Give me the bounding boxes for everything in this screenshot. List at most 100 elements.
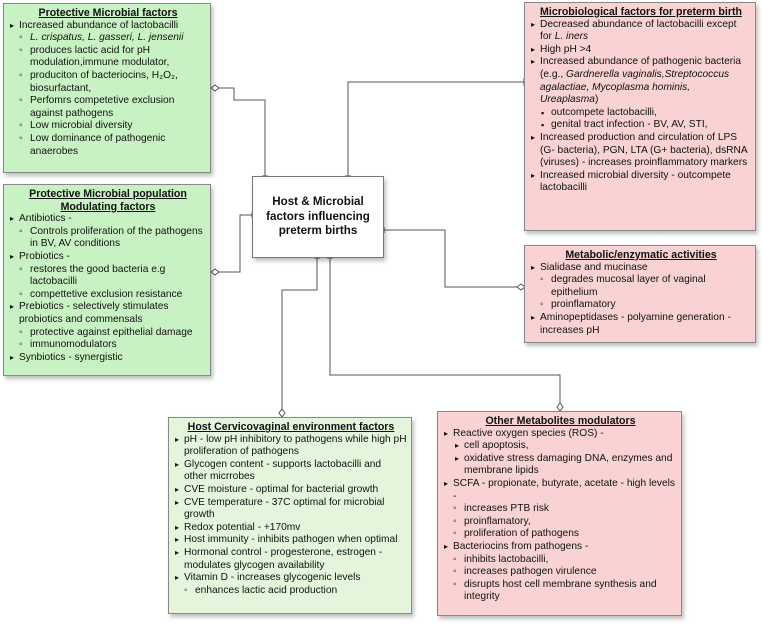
- modulating-list: Antibiotics -Controls proliferation of t…: [10, 213, 206, 364]
- list-item: pH - low pH inhibitory to pathogens whil…: [175, 434, 407, 459]
- microbiological-title: Microbiological factors for preterm birt…: [540, 6, 742, 18]
- list-item-text: produciton of bacteriocins, H₂O₂, biosur…: [30, 69, 178, 94]
- list-item: Controls proliferation of the pathogens …: [10, 226, 206, 251]
- host-environment-box: Host Cervicovaginal environment factors …: [168, 417, 412, 614]
- list-item-text: Redox potential - +170mv: [184, 521, 301, 533]
- list-item-text: proinflamatory,: [464, 515, 531, 527]
- list-item-text: increases PTB risk: [464, 503, 549, 515]
- list-item-text: proliferation of pathogens: [464, 528, 579, 540]
- list-item: proliferation of pathogens: [444, 528, 677, 541]
- list-item: oxidative stress damaging DNA, enzymes a…: [444, 453, 677, 478]
- list-item-text: compettetive exclusion resistance: [30, 288, 183, 300]
- list-item: produces lactic acid for pH modulation,i…: [10, 45, 206, 70]
- list-item-text: cell apoptosis,: [464, 440, 529, 452]
- list-item-text: Host immunity - inhibits pathogen when o…: [184, 534, 398, 546]
- list-item-text: Low dominance of pathogenic anaerobes: [30, 132, 166, 157]
- list-item: proinflamatory,: [444, 516, 677, 529]
- list-item: Host immunity - inhibits pathogen when o…: [175, 534, 407, 547]
- connector-modulating: [211, 214, 252, 273]
- list-item: increases PTB risk: [444, 503, 677, 516]
- list-item-text: L. crispatus, L. gasseri, L. jensenii: [30, 32, 184, 44]
- list-item: CVE temperature - 37C optimal for microb…: [175, 497, 407, 522]
- diamond-marker: [210, 268, 220, 276]
- protective-factors-box: Protective Microbial factors Increased a…: [3, 3, 211, 173]
- microbiological-list: Decreased abundance of lactobacilli exce…: [531, 19, 751, 195]
- list-item-text: Bacteriocins from pathogens -: [453, 540, 589, 552]
- list-item: genital tract infection - BV, AV, STI,: [531, 119, 751, 132]
- list-item-text: oxidative stress damaging DNA, enzymes a…: [464, 452, 673, 477]
- list-item: Perfomrs competetive exclusion against p…: [10, 95, 206, 120]
- list-item: inhibits lactobacilli,: [444, 554, 677, 567]
- list-item: Hormonal control - progesterone, estroge…: [175, 547, 407, 572]
- list-item: Synbiotics - synergistic: [10, 352, 206, 365]
- list-item-text: degrades mucosal layer of vaginal epithe…: [551, 274, 706, 298]
- list-item-text: pH - low pH inhibitory to pathogens whil…: [184, 433, 407, 458]
- list-item-text: Increased production and circulation of …: [540, 131, 748, 169]
- list-item: Increased production and circulation of …: [531, 132, 751, 170]
- protective-list: Increased abundance of lactobacilliL. cr…: [10, 20, 206, 159]
- list-item: Increased abundance of pathogenic bacter…: [531, 56, 751, 106]
- list-item: Redox potential - +170mv: [175, 522, 407, 535]
- list-item-text: Increased abundance of lactobacilli: [19, 19, 179, 31]
- list-item: restores the good bacteria e.g lactobaci…: [10, 264, 206, 289]
- host-list: pH - low pH inhibitory to pathogens whil…: [175, 434, 407, 598]
- list-item: Vitamin D - increases glycogenic levels: [175, 572, 407, 585]
- list-item-text: increases pathogen virulence: [464, 566, 597, 578]
- list-item-text: Perfomrs competetive exclusion against p…: [30, 95, 175, 119]
- list-item: CVE moisture - optimal for bacterial gro…: [175, 484, 407, 497]
- list-item-text: restores the good bacteria e.g lactobaci…: [30, 263, 166, 288]
- list-item: Aminopeptidases - polyamine generation -…: [531, 312, 751, 337]
- list-item-text: Glycogen content - supports lactobacilli…: [184, 458, 382, 483]
- list-item-text: SCFA - propionate, butyrate, acetate - h…: [453, 477, 675, 502]
- list-item: Prebiotics - selectively stimulates prob…: [10, 301, 206, 326]
- list-item: disrupts host cell membrane synthesis an…: [444, 579, 677, 604]
- protective-title: Protective Microbial factors: [38, 7, 178, 19]
- list-item-text: High pH >4: [540, 43, 592, 55]
- host-title: Host Cervicovaginal environment factors: [187, 421, 395, 433]
- list-item-italic-text: L. iners: [554, 31, 589, 43]
- list-item: proinflamatory: [531, 299, 751, 312]
- list-item: increases pathogen virulence: [444, 566, 677, 579]
- connector-metabolites: [329, 258, 561, 410]
- list-item-text: proinflamatory: [551, 299, 616, 311]
- diamond-marker: [210, 84, 220, 92]
- list-item: protective against epithelial damage: [10, 327, 206, 340]
- list-item: outcompete lactobacilli,: [531, 107, 751, 120]
- connector-protective: [211, 87, 266, 176]
- list-item-text: Increased abundance of pathogenic bacter…: [540, 56, 742, 80]
- metabolites-modulators-box: Other Metabolites modulators Reactive ox…: [437, 411, 682, 616]
- list-item-text: enhances lactic acid production: [195, 584, 338, 596]
- metabolites-title: Other Metabolites modulators: [485, 415, 636, 427]
- list-item: SCFA - propionate, butyrate, acetate - h…: [444, 478, 677, 503]
- list-item: degrades mucosal layer of vaginal epithe…: [531, 274, 751, 299]
- connector-microbiological: [347, 81, 524, 176]
- list-item: enhances lactic acid production: [175, 585, 407, 598]
- list-item: cell apoptosis,: [444, 440, 677, 453]
- list-item: Antibiotics -: [10, 213, 206, 226]
- list-item-text: outcompete lactobacilli,: [551, 106, 657, 118]
- list-item: Increased abundance of lactobacilli: [10, 20, 206, 33]
- list-item-text: immunomodulators: [30, 339, 117, 351]
- list-item-text: Reactive oxygen species (ROS) -: [453, 427, 604, 439]
- list-item-text: protective against epithelial damage: [30, 326, 193, 338]
- list-item-text: Vitamin D - increases glycogenic levels: [184, 572, 361, 584]
- list-item: immunomodulators: [10, 339, 206, 352]
- list-item-text: Low microbial diversity: [30, 120, 133, 132]
- list-item-italic-text: Gardnerella vaginalis,Streptococcus agal…: [540, 68, 730, 106]
- list-item: High pH >4: [531, 44, 751, 57]
- list-item: Bacteriocins from pathogens -: [444, 541, 677, 554]
- list-item-tail-text: ): [594, 94, 599, 106]
- modulating-title: Protective Microbial population Modulati…: [29, 188, 187, 213]
- diamond-marker: [556, 402, 564, 412]
- list-item: Glycogen content - supports lactobacilli…: [175, 459, 407, 484]
- list-item-text: genital tract infection - BV, AV, STI,: [551, 119, 708, 131]
- list-item: Low microbial diversity: [10, 120, 206, 133]
- center-title: Host & Microbial factors influencing pre…: [266, 195, 370, 238]
- microbiological-factors-box: Microbiological factors for preterm birt…: [524, 2, 756, 231]
- modulating-factors-box: Protective Microbial population Modulati…: [3, 184, 211, 376]
- list-item-text: Prebiotics - selectively stimulates prob…: [19, 301, 169, 325]
- list-item: Low dominance of pathogenic anaerobes: [10, 133, 206, 158]
- list-item: Reactive oxygen species (ROS) -: [444, 428, 677, 441]
- list-item-text: produces lactic acid for pH modulation,i…: [30, 44, 170, 69]
- list-item: compettetive exclusion resistance: [10, 289, 206, 302]
